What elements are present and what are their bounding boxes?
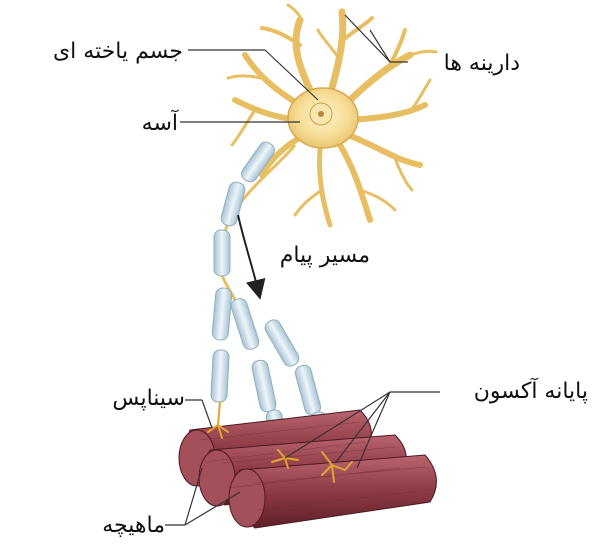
label-message-path: مسیر پیام bbox=[280, 243, 370, 268]
label-axon: آسه bbox=[142, 109, 179, 136]
message-path-arrow bbox=[238, 215, 258, 290]
muscle-fibers bbox=[179, 410, 436, 528]
label-synapse: سیناپس bbox=[112, 386, 185, 411]
axon bbox=[211, 139, 330, 452]
label-muscle: ماهیچه bbox=[102, 513, 165, 538]
label-dendrites: دارینه ها bbox=[444, 51, 520, 76]
label-axon-terminal: پایانه آکسون bbox=[474, 377, 588, 404]
label-cell-body: جسم یاخته ای bbox=[53, 39, 183, 64]
cell-body bbox=[288, 88, 358, 148]
